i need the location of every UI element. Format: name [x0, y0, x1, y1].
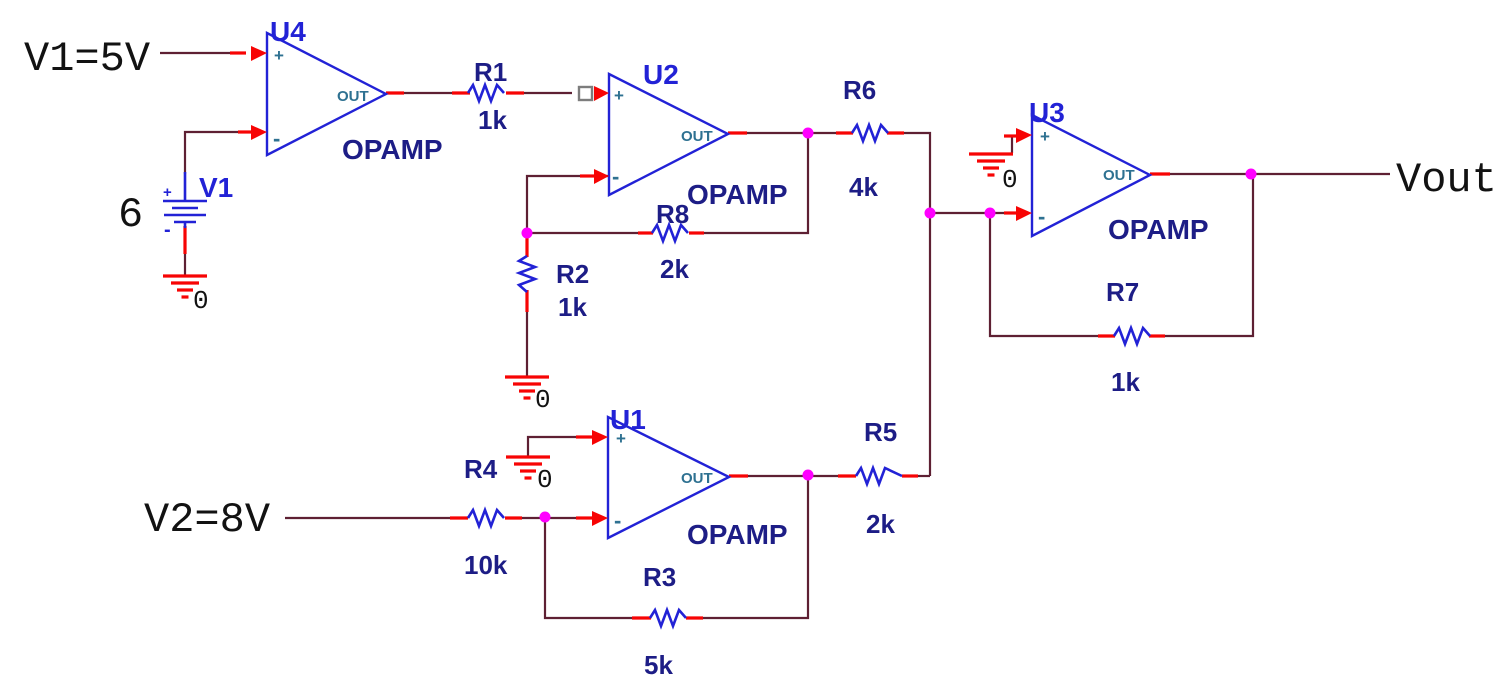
- resistor-r2-symbol[interactable]: [515, 254, 539, 293]
- opamp-u2-type: OPAMP: [687, 179, 788, 210]
- wire-battery-to-u4minus[interactable]: [183, 130, 246, 174]
- input-arrow-u1-plus: [592, 430, 608, 445]
- resistor-r3-value: 5k: [644, 650, 673, 680]
- ground-symbol-v1[interactable]: [163, 274, 207, 299]
- opamp-u2-out: OUT: [681, 128, 713, 145]
- resistor-r6-value: 4k: [849, 172, 878, 202]
- resistor-r7-symbol[interactable]: [1112, 324, 1151, 348]
- ground-label-v1: 0: [193, 286, 209, 316]
- input-arrow-u3-minus: [1016, 206, 1032, 221]
- opamp-u3-ref: U3: [1029, 97, 1065, 128]
- resistor-r3-ref: R3: [643, 562, 677, 592]
- wire-node-to-r3[interactable]: [543, 518, 636, 620]
- pin-stubs: [183, 51, 1170, 620]
- resistor-r2-ref: R2: [556, 259, 590, 289]
- source-v1-annotation: V1=5V: [24, 35, 151, 83]
- resistor-r1-value: 1k: [478, 105, 507, 135]
- resistor-r8-value: 2k: [660, 254, 689, 284]
- resistor-r2-value: 1k: [558, 292, 587, 322]
- junction-dot: [802, 127, 814, 139]
- ground-label-u1: 0: [537, 465, 553, 495]
- opamp-u3-plus: +: [1040, 127, 1050, 146]
- opamp-u4-plus: +: [274, 46, 284, 65]
- resistor-r5-symbol[interactable]: [854, 464, 903, 488]
- ground-symbol-r2[interactable]: [505, 375, 549, 400]
- wire-u2minus-down[interactable]: [525, 174, 609, 235]
- resistor-r7-ref: R7: [1106, 277, 1140, 307]
- junction-dot: [802, 469, 814, 481]
- opamp-u3-symbol[interactable]: [1030, 113, 1153, 238]
- opamp-u1-type: OPAMP: [687, 519, 788, 550]
- opamp-u3-minus: -: [1038, 204, 1046, 229]
- opamp-u2-symbol[interactable]: [607, 72, 731, 197]
- opamp-u4-out: OUT: [337, 88, 369, 105]
- battery-minus-sign: -: [164, 219, 171, 241]
- input-arrow-u2-minus: [594, 169, 609, 184]
- opamp-u2-plus: +: [614, 86, 624, 105]
- ground-label-u3: 0: [1002, 165, 1018, 195]
- opamp-u1-plus: +: [616, 429, 626, 448]
- resistor-r5-ref: R5: [864, 417, 898, 447]
- opamp-u1-symbol[interactable]: [606, 415, 732, 540]
- opamp-u4-minus: -: [273, 126, 281, 151]
- resistor-r8-symbol[interactable]: [650, 221, 689, 245]
- input-arrow-u4-plus: [251, 46, 267, 61]
- opamp-u1-minus: -: [614, 508, 622, 533]
- opamp-u1-ref: U1: [610, 404, 646, 435]
- battery-v1-symbol[interactable]: [163, 172, 207, 228]
- opamp-u2-minus: -: [612, 164, 620, 189]
- junction-dot: [539, 511, 551, 523]
- resistor-r4-ref: R4: [464, 454, 498, 484]
- resistor-r4-value: 10k: [464, 550, 508, 580]
- input-arrow-u3-plus: [1016, 128, 1032, 143]
- wire-u3minus-to-r7[interactable]: [988, 213, 1100, 338]
- opamp-u2-ref: U2: [643, 59, 679, 90]
- resistor-r6-symbol[interactable]: [850, 121, 889, 145]
- resistor-r4-symbol[interactable]: [466, 506, 505, 530]
- junction-dot: [521, 227, 533, 239]
- wire-r3-to-u1out[interactable]: [698, 476, 810, 620]
- battery-value: 6: [118, 191, 144, 239]
- opamp-u4-symbol[interactable]: [265, 31, 389, 157]
- source-v2-annotation: V2=8V: [144, 496, 271, 544]
- resistor-r3-symbol[interactable]: [648, 606, 687, 630]
- battery-ref: V1: [199, 172, 234, 203]
- resistor-r6-ref: R6: [843, 75, 877, 105]
- battery-plus-sign: +: [163, 184, 172, 201]
- wire-r7-to-vout-node[interactable]: [1162, 174, 1255, 338]
- resistor-r5-value: 2k: [866, 509, 895, 539]
- opamp-u3-out: OUT: [1103, 167, 1135, 184]
- input-arrow-u2-plus: [594, 86, 609, 101]
- opamp-u1-out: OUT: [681, 470, 713, 487]
- opamp-u4-type: OPAMP: [342, 134, 443, 165]
- junction-dot: [984, 207, 996, 219]
- wire-u1plus-to-ground[interactable]: [526, 435, 584, 456]
- resistor-r7-value: 1k: [1111, 367, 1140, 397]
- resistor-r1-ref: R1: [474, 57, 508, 87]
- opamp-u3-type: OPAMP: [1108, 214, 1209, 245]
- input-arrow-u4-minus: [251, 125, 267, 140]
- opamp-u4-ref: U4: [270, 16, 306, 47]
- ground-symbol-u1[interactable]: [506, 455, 550, 480]
- ground-label-r2: 0: [535, 385, 551, 415]
- junction-dot: [924, 207, 936, 219]
- wire-r6-trunk[interactable]: [900, 131, 932, 476]
- vout-label: Vout: [1396, 156, 1497, 204]
- ground-symbol-u3[interactable]: [969, 152, 1013, 177]
- resistor-r8-ref: R8: [656, 199, 690, 229]
- port-marker[interactable]: [577, 85, 594, 102]
- resistor-r1-symbol[interactable]: [466, 81, 505, 105]
- junction-dot: [1245, 168, 1257, 180]
- input-arrow-u1-minus: [592, 511, 608, 526]
- wire-r8-to-u2out[interactable]: [702, 133, 810, 235]
